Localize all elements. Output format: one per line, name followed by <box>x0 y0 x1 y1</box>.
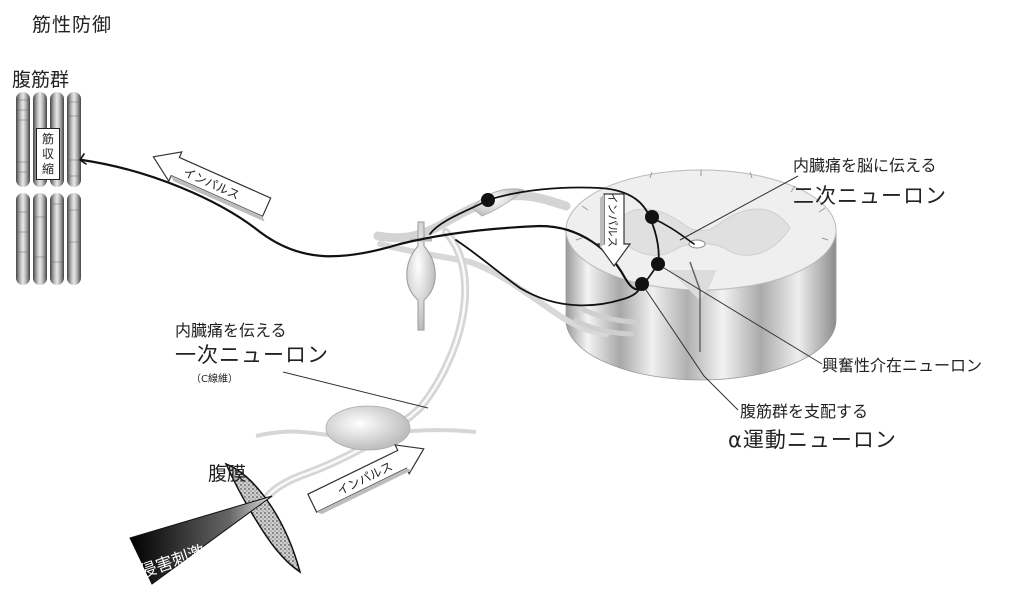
second-neuron-name: 二次ニューロン <box>793 184 947 208</box>
leader-lines <box>282 175 823 411</box>
first-neuron-name: 一次ニューロン <box>175 343 329 367</box>
contraction-char-2: 収 <box>41 146 54 161</box>
interneuron-soma <box>651 257 665 271</box>
impulse-label-cord: インパルス <box>606 193 619 248</box>
contraction-char-3: 縮 <box>41 161 54 176</box>
second-neuron-desc: 内臓痛を脳に伝える <box>793 156 937 175</box>
c-fiber-label: （C線維） <box>191 374 238 385</box>
motor-neuron-soma <box>635 277 649 291</box>
synapse-dots <box>481 193 665 291</box>
contraction-char-1: 筋 <box>41 131 54 146</box>
impulse-arrow-cord: インパルス <box>596 193 632 268</box>
motor-neuron-name: α運動ニューロン <box>728 428 897 452</box>
noxious-stimulus-spike: 侵害刺激 <box>129 495 273 585</box>
motor-neuron-desc: 腹筋群を支配する <box>740 402 869 421</box>
first-neuron-desc: 内臓痛を伝える <box>175 321 287 340</box>
muscle-contraction-box: 筋 収 縮 <box>36 128 60 180</box>
primary-neuron-soma <box>481 193 495 207</box>
abdominal-muscle-label: 腹筋群 <box>12 69 70 91</box>
peritoneum <box>224 462 302 574</box>
peritoneum-label: 腹膜 <box>208 463 247 485</box>
second-neuron-soma <box>645 210 659 224</box>
abdominal-muscle-fibers <box>16 92 81 285</box>
diagram-title: 筋性防御 <box>32 14 113 36</box>
neuron-pathways <box>79 153 695 307</box>
interneuron-label: 興奮性介在ニューロン <box>822 356 983 375</box>
